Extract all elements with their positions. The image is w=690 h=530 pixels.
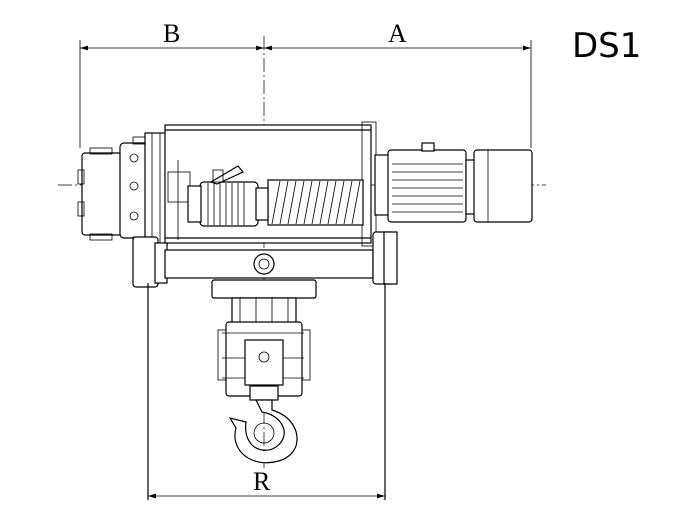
travel-motor — [187, 165, 269, 227]
dimension-top: B A — [79, 19, 532, 148]
lower-frame — [132, 231, 398, 500]
dimension-r-label: R — [253, 467, 271, 496]
hook-block — [211, 279, 317, 401]
hoist-motor — [374, 142, 533, 223]
dimension-bottom: R — [148, 467, 385, 499]
dimension-a-label: A — [388, 19, 407, 48]
dimension-b-label: B — [163, 19, 180, 48]
left-gearbox — [77, 132, 168, 246]
rope-drum — [267, 179, 364, 226]
model-label: DS1 — [572, 26, 641, 66]
hook — [228, 399, 298, 464]
